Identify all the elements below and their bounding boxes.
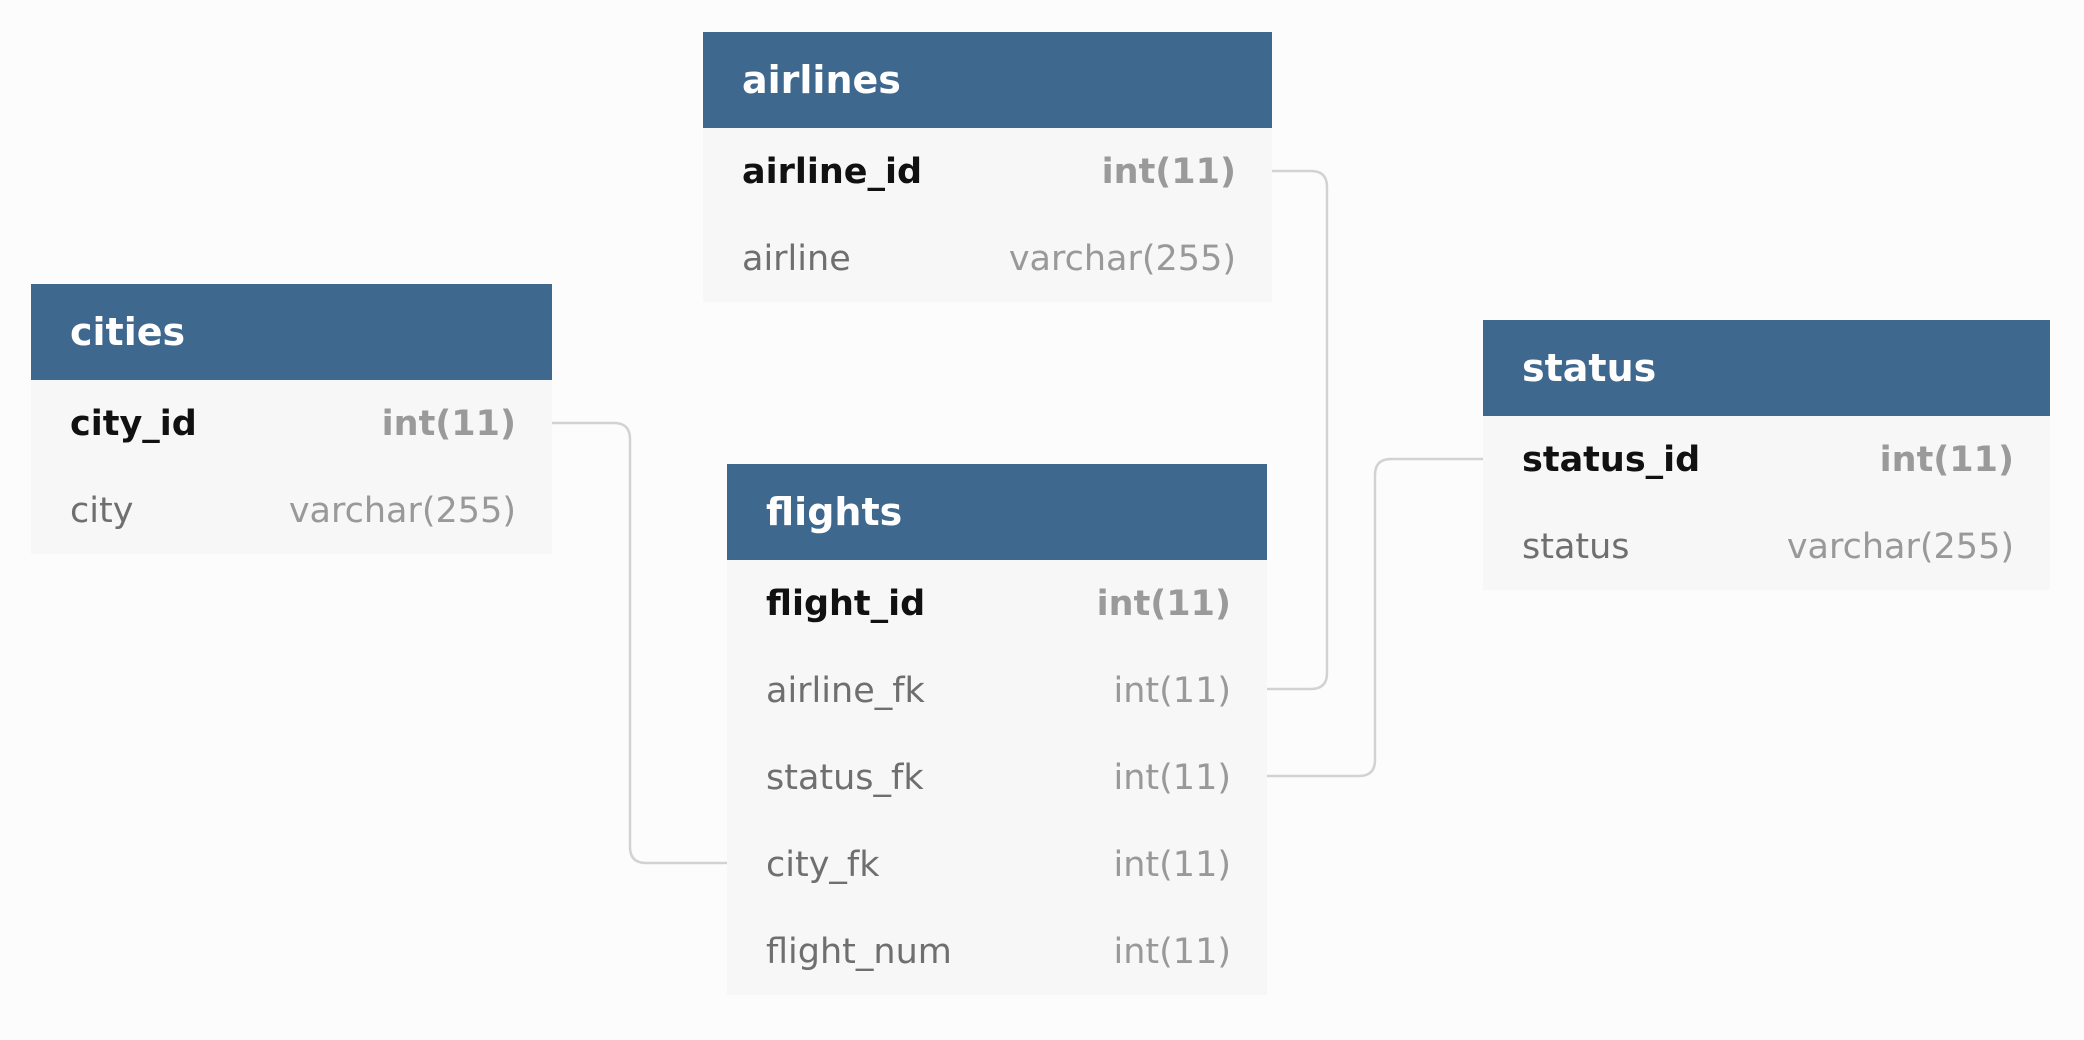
table-flights[interactable]: flights flight_id int(11) airline_fk int… <box>727 464 1267 995</box>
column-type: varchar(255) <box>288 490 516 531</box>
table-title: cities <box>70 310 186 354</box>
column-row-status[interactable]: status varchar(255) <box>1483 503 2050 590</box>
table-header-flights[interactable]: flights <box>727 464 1267 560</box>
table-status[interactable]: status status_id int(11) status varchar(… <box>1483 320 2050 590</box>
table-header-status[interactable]: status <box>1483 320 2050 416</box>
column-name: city <box>70 490 134 531</box>
table-cities[interactable]: cities city_id int(11) city varchar(255) <box>31 284 552 554</box>
connector-status-flights <box>1267 457 1483 778</box>
column-row-city[interactable]: city varchar(255) <box>31 467 552 554</box>
connector-airlines-flights <box>1267 169 1329 691</box>
table-header-cities[interactable]: cities <box>31 284 552 380</box>
column-row-city-id[interactable]: city_id int(11) <box>31 380 552 467</box>
table-title: status <box>1522 346 1657 390</box>
column-row-airline[interactable]: airline varchar(255) <box>703 215 1272 302</box>
column-name: status <box>1522 526 1630 567</box>
table-header-airlines[interactable]: airlines <box>703 32 1272 128</box>
column-name: status_fk <box>766 757 924 798</box>
table-title: airlines <box>742 58 901 102</box>
column-name: status_id <box>1522 439 1701 480</box>
column-type: varchar(255) <box>1008 238 1236 279</box>
column-row-status-id[interactable]: status_id int(11) <box>1483 416 2050 503</box>
column-type: int(11) <box>1113 844 1231 885</box>
column-type: int(11) <box>1879 439 2014 480</box>
column-type: int(11) <box>1096 583 1231 624</box>
column-name: airline <box>742 238 851 279</box>
column-name: airline_id <box>742 151 923 192</box>
column-row-airline-id[interactable]: airline_id int(11) <box>703 128 1272 215</box>
column-name: flight_num <box>766 931 952 972</box>
column-type: int(11) <box>1113 757 1231 798</box>
table-airlines[interactable]: airlines airline_id int(11) airline varc… <box>703 32 1272 302</box>
column-type: int(11) <box>1113 931 1231 972</box>
connector-cities-flights <box>552 421 727 865</box>
column-type: int(11) <box>1113 670 1231 711</box>
column-row-city-fk[interactable]: city_fk int(11) <box>727 821 1267 908</box>
column-type: varchar(255) <box>1786 526 2014 567</box>
table-title: flights <box>766 490 903 534</box>
column-name: airline_fk <box>766 670 925 711</box>
column-row-flight-num[interactable]: flight_num int(11) <box>727 908 1267 995</box>
column-row-airline-fk[interactable]: airline_fk int(11) <box>727 647 1267 734</box>
column-name: city_fk <box>766 844 880 885</box>
column-name: flight_id <box>766 583 926 624</box>
column-name: city_id <box>70 403 197 444</box>
column-type: int(11) <box>381 403 516 444</box>
column-type: int(11) <box>1101 151 1236 192</box>
column-row-flight-id[interactable]: flight_id int(11) <box>727 560 1267 647</box>
column-row-status-fk[interactable]: status_fk int(11) <box>727 734 1267 821</box>
